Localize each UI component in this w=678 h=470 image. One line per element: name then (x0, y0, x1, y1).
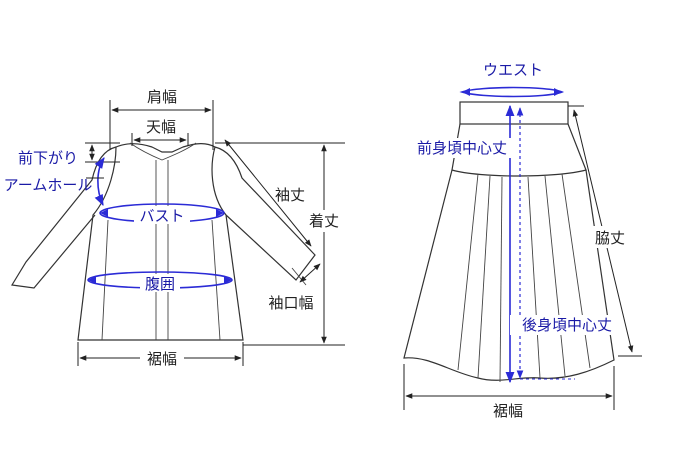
skirt-fold-5 (544, 175, 566, 377)
skirt-hem-width-dimension (403, 364, 615, 410)
skirt-fold-2 (477, 175, 491, 379)
waist-girth-label: 腹囲 (145, 275, 175, 293)
bust-label: バスト (139, 207, 184, 225)
back-center-length-label: 後身頃中心丈 (522, 316, 612, 334)
armhole-measure-arc (94, 157, 105, 207)
side-length-label: 脇丈 (595, 229, 625, 247)
jacket-left-sleeve (11, 146, 117, 289)
jacket-left-side-seam (101, 219, 109, 341)
cuff-width-label: 袖口幅 (268, 294, 313, 312)
jacket-hem-width-label: 裾幅 (147, 350, 177, 368)
skirt-fold-3 (499, 176, 503, 383)
skirt-body-outline (403, 169, 615, 381)
total-length-label: 着丈 (309, 212, 339, 230)
neck-width-label: 天幅 (146, 118, 176, 136)
skirt-waistband (459, 101, 569, 125)
jacket-right-sleeve (214, 146, 316, 281)
sleeve-length-dimension (224, 139, 312, 247)
side-length-dimension (568, 105, 642, 357)
skirt-fold-4 (527, 176, 541, 379)
skirt-waist-measure-ellipse (459, 86, 565, 98)
skirt-hem-width-label: 裾幅 (493, 402, 523, 420)
front-neck-drop-label: 前下がり (18, 149, 78, 167)
neck-width-dimension (131, 116, 189, 146)
shoulder-width-label: 肩幅 (147, 88, 177, 106)
jacket-right-side-seam (211, 219, 221, 341)
shoulder-width-dimension (109, 88, 214, 150)
front-center-length-label: 前身頃中心丈 (417, 139, 507, 157)
jacket-hem-width-dimension (77, 342, 244, 369)
skirt-waist-label: ウエスト (483, 61, 543, 79)
jacket-collar (129, 142, 197, 161)
sleeve-length-label: 袖丈 (275, 186, 305, 204)
skirt-fold-6 (561, 173, 591, 369)
armhole-label: アームホール (4, 176, 93, 194)
total-length-dimension (215, 142, 345, 346)
cuff-width-dimension (299, 263, 321, 283)
skirt-fold-1 (457, 173, 479, 371)
